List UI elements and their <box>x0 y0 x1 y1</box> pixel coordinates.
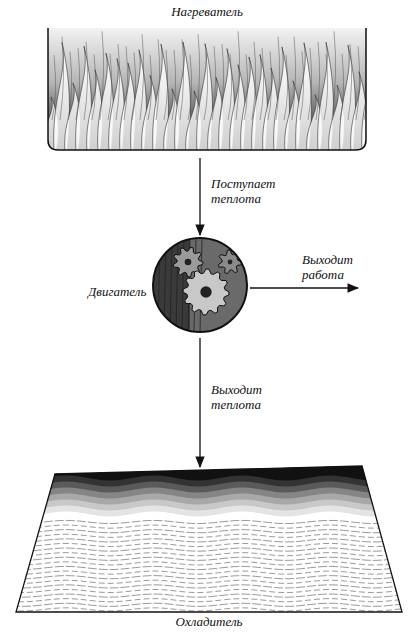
water-line <box>0 543 416 546</box>
engine-detail <box>176 238 178 332</box>
node-label: Охладитель <box>176 614 243 629</box>
water-line <box>0 580 416 583</box>
arrow <box>199 338 200 467</box>
flames <box>43 31 378 152</box>
flame-stroke <box>132 53 136 120</box>
engine-detail <box>158 238 160 332</box>
flame-stroke <box>268 51 272 120</box>
flame-stroke <box>340 54 344 120</box>
flame-stroke <box>292 37 296 120</box>
edge-label: Поступает теплота <box>209 176 285 206</box>
flame-stroke <box>188 55 192 120</box>
water-band <box>0 455 416 510</box>
flame-stroke <box>92 54 96 120</box>
water-line <box>0 539 416 542</box>
node-label: Двигатель <box>88 284 146 299</box>
water-line <box>0 594 416 597</box>
water-line <box>0 566 416 569</box>
flame-stroke <box>316 42 320 120</box>
flame-stroke <box>52 55 56 120</box>
edge-label: Выходит теплота <box>209 382 285 412</box>
water-band <box>0 455 416 486</box>
flame-stroke <box>228 54 232 120</box>
flame-stroke <box>236 31 240 120</box>
water-line <box>0 534 416 537</box>
flame <box>362 52 378 152</box>
water-band <box>0 455 416 498</box>
flame-stroke <box>356 46 360 120</box>
gear <box>218 250 242 274</box>
water-line <box>0 599 416 602</box>
heater-outline <box>48 28 366 150</box>
gears <box>150 236 242 336</box>
heater-node: Нагреватель <box>46 2 368 152</box>
water-band <box>0 455 416 504</box>
flame-stroke <box>276 37 280 120</box>
flame-stroke <box>116 44 120 120</box>
flame-stroke <box>60 37 64 120</box>
flame-stroke <box>164 50 168 120</box>
engine-drawing <box>150 236 247 336</box>
flame-stroke <box>300 51 304 120</box>
heater-drawing <box>43 28 378 152</box>
work-arrow <box>250 287 358 288</box>
flame-stroke <box>212 46 216 120</box>
flame-stroke <box>140 34 144 120</box>
flame-stroke <box>84 42 88 120</box>
arrow <box>199 158 200 235</box>
gear <box>183 269 229 315</box>
water-line <box>0 603 416 606</box>
flame-stroke <box>196 34 200 120</box>
flame-stroke <box>180 39 184 120</box>
water-line <box>0 585 416 588</box>
water-line <box>0 562 416 565</box>
water-line <box>0 520 416 523</box>
flame-stroke <box>108 54 112 120</box>
water-line <box>0 589 416 592</box>
flame-stroke <box>252 42 256 120</box>
engine-detail <box>170 238 172 332</box>
water-line <box>0 553 416 556</box>
cooler-drawing <box>0 455 416 612</box>
water-line <box>0 571 416 574</box>
flame-stroke <box>76 48 80 120</box>
flame-stroke <box>124 46 128 120</box>
flame-stroke <box>100 31 104 120</box>
water-line <box>0 557 416 560</box>
water-line <box>0 548 416 551</box>
gear-hub <box>185 259 192 266</box>
flame-stroke <box>68 51 72 120</box>
water-waves <box>0 455 416 611</box>
node-label: Нагреватель <box>171 4 243 19</box>
engine-node: Двигатель <box>88 238 248 332</box>
cooler-node: Охладитель <box>14 470 404 630</box>
gear-hub <box>228 260 233 265</box>
flame-stroke <box>284 55 288 120</box>
flame-stroke <box>156 39 160 120</box>
flame-stroke <box>148 55 152 120</box>
water-band <box>0 455 416 480</box>
flame-stroke <box>260 48 264 120</box>
water-line <box>0 576 416 579</box>
flame-stroke <box>332 31 336 120</box>
flame-stroke <box>308 48 312 120</box>
work-label: Выходит работа <box>300 252 368 282</box>
water-line <box>0 608 416 611</box>
flame-stroke <box>324 54 328 120</box>
gear-hub <box>200 286 211 297</box>
flame-stroke <box>220 44 224 120</box>
flame-stroke <box>244 54 248 120</box>
flame-stroke <box>348 44 352 120</box>
water-line <box>0 525 416 528</box>
flame-stroke <box>172 50 176 120</box>
water-band <box>0 455 416 516</box>
water-line <box>0 530 416 533</box>
flame-stroke <box>204 53 208 120</box>
engine-outline <box>153 238 247 332</box>
cooler-outline <box>16 466 402 612</box>
